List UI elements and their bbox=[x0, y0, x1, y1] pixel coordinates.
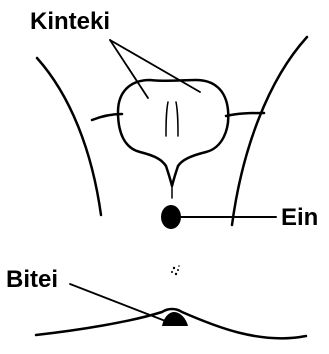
anus-mark bbox=[171, 265, 180, 275]
right-groin-crease bbox=[226, 113, 264, 116]
left-thigh-outline bbox=[37, 58, 101, 215]
right-thigh-outline bbox=[232, 37, 307, 225]
kinteki-outline bbox=[118, 80, 228, 186]
bitei-label: Bitei bbox=[6, 268, 58, 292]
ein-label: Ein bbox=[281, 206, 318, 230]
kinteki-label: Kinteki bbox=[30, 10, 110, 34]
kinteki-pointer-b bbox=[110, 40, 200, 92]
ein-point bbox=[161, 205, 181, 229]
bitei-pointer bbox=[70, 284, 168, 322]
kinteki-pointer-a bbox=[110, 40, 148, 98]
raphe-left bbox=[166, 102, 168, 136]
raphe-right bbox=[176, 102, 178, 136]
